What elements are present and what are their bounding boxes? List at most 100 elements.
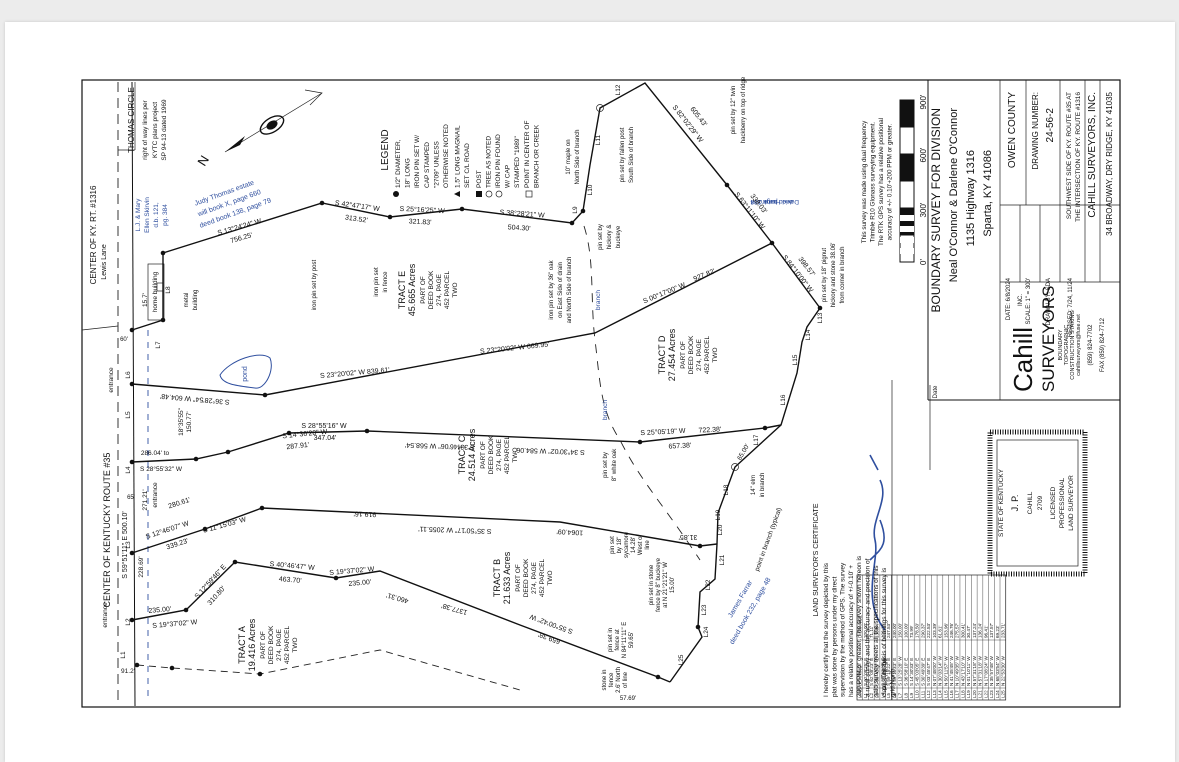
logo-phone: (859) 824-7702 xyxy=(1088,324,1094,366)
iron-pin-icon xyxy=(769,240,775,246)
map-label-n7b: hackberry on top of ridge xyxy=(741,76,747,143)
segment-label-l22: L22 xyxy=(705,579,712,590)
tract-c-l4: 452 PARCEL xyxy=(504,436,511,475)
legend-line: 1.5" LONG MAGNAIL xyxy=(455,125,462,188)
map-label-north: N xyxy=(194,153,212,169)
map-label-n8c: from corner in branch xyxy=(840,246,846,303)
legend-line: TREE AS NOTED xyxy=(485,136,492,188)
line-table-cell: N 01°10'11" W xyxy=(966,656,971,686)
map-label-b3: S 25°16'25" W xyxy=(399,205,445,215)
tract-d-name: TRACT D xyxy=(657,335,667,374)
map-label-n6c: buckeye xyxy=(616,225,622,248)
map-label-a5: 460.31' xyxy=(386,591,410,604)
map-label-c5d: 722.38' xyxy=(698,426,721,434)
title-block-county: OWEN COUNTY xyxy=(1007,92,1018,168)
certificate-line: class. The basis of bearings for this su… xyxy=(881,567,888,697)
tree-icon xyxy=(485,190,493,198)
iron-pin-icon xyxy=(160,317,166,323)
map-label-home_dim: 15.7' xyxy=(142,293,149,307)
legend-line: STAMPED "1989" xyxy=(514,135,521,188)
map-label-c4: S 34°30'02" W 584.06' xyxy=(515,446,585,456)
map-label-a2: 235.00' xyxy=(148,606,171,615)
map-label-n11: point in branch (typical) xyxy=(754,507,784,573)
iron-pin-icon xyxy=(387,214,393,220)
iron-pin-icon xyxy=(202,526,208,532)
iron-pin-icon xyxy=(762,425,768,431)
segment-label-l5: L5 xyxy=(125,411,132,419)
line-table-cell: L19 xyxy=(966,690,971,698)
line-table-cell: L12 xyxy=(926,690,931,698)
line-table-cell: L10 xyxy=(915,690,920,698)
legend-line: CAP STAMPED xyxy=(424,142,431,188)
map-label-n10a: 14" elm xyxy=(751,475,757,495)
line-table-cell: S 62°08'25" E xyxy=(863,658,868,686)
certificate-line: has a relative positional accuracy of +/… xyxy=(848,565,855,697)
legend-line: IRON PIN SET W/ xyxy=(414,135,421,188)
map-label-n7a: pin set by 12" twin xyxy=(731,86,737,135)
line-table-cell: 222.53' xyxy=(926,623,931,638)
tract-a-l3: 274, PAGE xyxy=(276,628,283,661)
line-table-cell: 153.96' xyxy=(943,623,948,638)
map-label-n8a: pin set by 18" pignut xyxy=(822,248,828,303)
line-table-cell: S 13°25'28" W xyxy=(898,656,903,686)
segment-label-l14: L14 xyxy=(805,329,812,340)
iron-pin-icon xyxy=(232,559,238,565)
scale-bar-segment xyxy=(899,126,915,155)
line-table-cell: 200.00' xyxy=(863,623,868,638)
map-label-n1a: iron pin set by post xyxy=(312,259,318,310)
line-table-cell: N 35°57'48" W xyxy=(989,655,994,686)
logo-service1: BOUNDARY xyxy=(1058,329,1064,360)
line-table-cell: 300.41' xyxy=(960,623,965,638)
certificate-line: said survey meets all the specifications… xyxy=(873,565,880,697)
boundary-tract-c-b xyxy=(131,507,718,554)
iron-pins xyxy=(129,104,823,680)
map-label-a7d: 659.38' xyxy=(538,630,562,644)
line-table-cell: 137.24' xyxy=(972,623,977,638)
map-label-r2: 271.21' xyxy=(142,489,149,510)
scale-bar-checker xyxy=(907,215,914,221)
map-label-r3: 91.2' xyxy=(121,668,135,675)
line-table-cell: S 59°15'22" E xyxy=(886,658,891,686)
map-label-d3: 321.83' xyxy=(409,218,432,226)
scale-bar-segment xyxy=(899,99,915,128)
map-label-branch: branch xyxy=(602,400,609,420)
map-label-c2: S 28°55'16" W xyxy=(301,422,347,430)
logo-surveyors: SURVEYORS xyxy=(1039,286,1058,392)
map-label-skirvin1: L.J. & Mary xyxy=(135,198,142,232)
segment-label-l24: L24 xyxy=(703,626,710,637)
map-label-r5: 60' xyxy=(120,337,128,343)
line-table xyxy=(856,574,1007,701)
segment-label-l15: L15 xyxy=(792,354,799,365)
logo-fax: FAX (859) 824-7712 xyxy=(1100,317,1106,372)
line-table-cell: S 58°42'27" E xyxy=(875,658,880,686)
map-label-r4: 65' xyxy=(127,495,135,501)
map-label-n12c: sycamore xyxy=(624,531,630,558)
iron-pin-icon xyxy=(364,428,370,434)
logo-service3: CONSTRUCTION STAKING xyxy=(1070,310,1076,380)
line-table-cell: 30.47' xyxy=(966,626,971,638)
line-table-cell: 61.61' xyxy=(938,626,943,638)
title-block-company: CAHILL SURVEYORS, INC. xyxy=(1087,92,1098,218)
map-label-d2: 313.52' xyxy=(344,214,368,224)
certificate-line: I hereby certify that the survey depicte… xyxy=(823,562,830,697)
map-label-n3c: and North Side of branch xyxy=(567,257,573,324)
tract-e-l4: 452 PARCEL xyxy=(444,271,451,310)
map-label-a1: S 12°59'46" E xyxy=(193,563,228,601)
road-ky-35 xyxy=(117,81,149,707)
line-table-cell: N 57°31'18" W xyxy=(972,655,977,686)
line-table-cell: L3 xyxy=(875,692,880,698)
line-table-cell: N 43°17'10" W xyxy=(960,655,965,686)
title-block-address-line1: 1135 Highway 1316 xyxy=(965,150,977,246)
title-block-revised: REVISED: 7/24, 11/24 xyxy=(1068,277,1074,337)
iron-pin-icon xyxy=(569,220,575,226)
line-table-cell: L7 xyxy=(898,692,903,698)
map-label-e3: S 23°20'02" W 669.95' xyxy=(480,340,550,355)
surveyor-seal xyxy=(987,429,1088,577)
line-table-cell: L11 xyxy=(920,690,925,698)
tract-d-l5: TWO xyxy=(712,347,719,362)
line-table-cell: L24 xyxy=(995,690,1000,698)
certificate-line: supervision by the method of GPS. The su… xyxy=(840,562,847,697)
certificate-line: 200 PPM or greater. The survey shown her… xyxy=(856,555,863,697)
iron-pin-icon xyxy=(134,662,140,668)
segment-label-l6: L6 xyxy=(125,371,132,379)
